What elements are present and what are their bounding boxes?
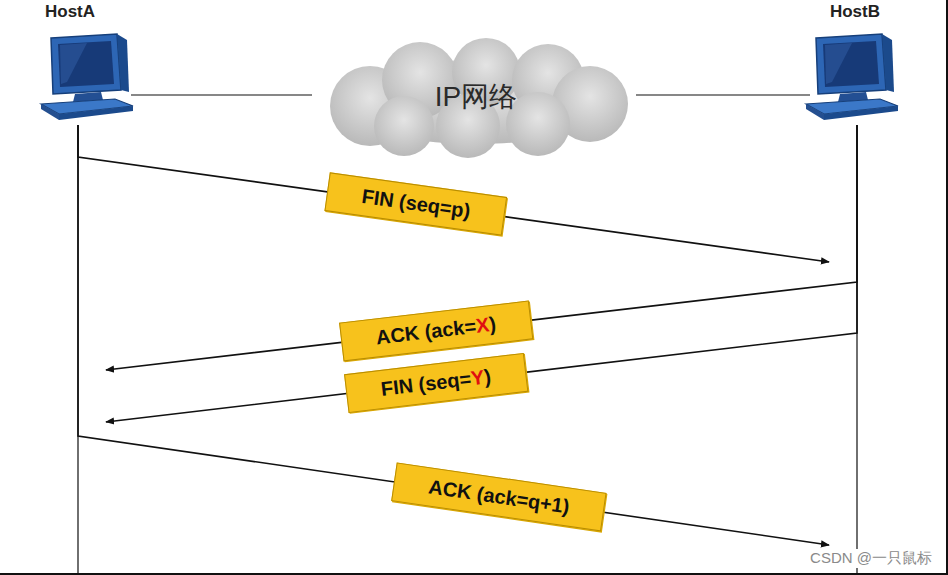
segment-label: FIN (seq=Y) xyxy=(344,353,528,413)
segment-label: FIN (seq=p) xyxy=(324,173,507,236)
frame-line xyxy=(946,0,948,575)
host-name: HostB xyxy=(802,2,912,22)
watermark: CSDN @一只鼠标 xyxy=(808,549,934,568)
message-arrow xyxy=(106,125,857,370)
network-link xyxy=(131,94,312,95)
segment-label: ACK (ack=X) xyxy=(340,301,534,362)
network-link xyxy=(636,94,810,95)
computer-icon xyxy=(37,32,137,122)
frame-line xyxy=(0,573,948,575)
message-arrow xyxy=(106,125,857,422)
segment-label: ACK (ack=q+1) xyxy=(391,462,607,531)
computer-icon xyxy=(802,32,902,122)
host-node: HostB xyxy=(802,0,912,125)
network-cloud: IP网络 xyxy=(308,36,644,158)
message-arrow xyxy=(78,125,829,545)
network-label: IP网络 xyxy=(435,78,517,116)
host-name: HostA xyxy=(23,2,133,22)
host-node: HostA xyxy=(23,0,133,125)
